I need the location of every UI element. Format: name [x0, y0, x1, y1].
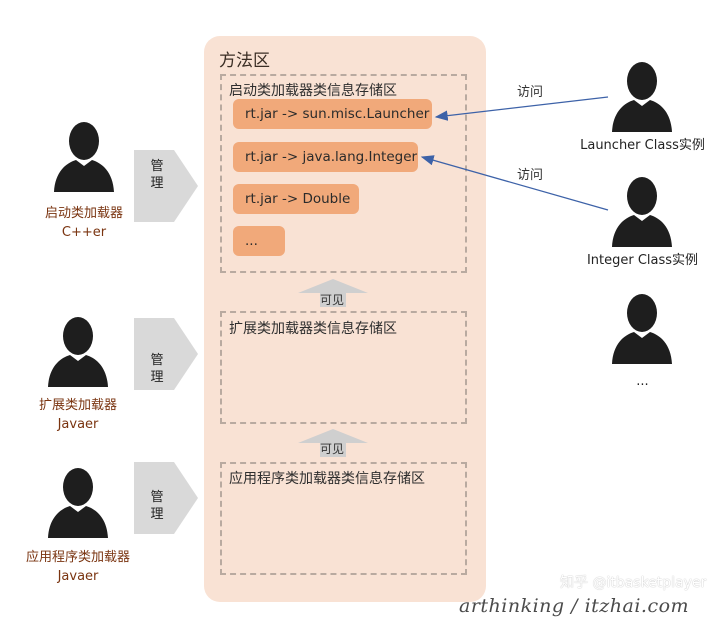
- visit-arrow-integer: [420, 155, 609, 211]
- integer-instance-person-icon: [612, 177, 672, 247]
- more-instance-person-icon: [612, 294, 672, 364]
- visible-up-arrow-2: [298, 429, 368, 457]
- application-region-label: 应用程序类加载器类信息存储区: [229, 471, 425, 487]
- extension-loader-impl: Javaer: [57, 417, 99, 432]
- bootstrap-loader-person-icon: [54, 122, 114, 192]
- visit-label-integer: 访问: [517, 168, 544, 183]
- application-loader-name: 应用程序类加载器: [25, 550, 130, 565]
- manage-label-3: 管理: [150, 490, 164, 522]
- bootstrap-loader-impl: C++er: [61, 225, 107, 240]
- class-entry-integer: rt.jar -> java.lang.Integer: [233, 142, 418, 172]
- manage-label-2: 管理: [150, 353, 164, 385]
- more-instance-caption: ...: [636, 374, 649, 389]
- method-area: [204, 36, 486, 602]
- zhihu-watermark: 知乎 @itbasketplayer: [560, 575, 707, 591]
- manage-arrow-1: [134, 150, 198, 222]
- signature-watermark: arthinking / itzhai.com: [459, 595, 690, 617]
- launcher-instance-person-icon: [612, 62, 672, 132]
- visit-label-launcher: 访问: [517, 85, 544, 100]
- manage-arrow-2: [134, 318, 198, 390]
- extension-loader-name: 扩展类加载器: [38, 398, 117, 413]
- visible-up-arrow-1: [298, 279, 368, 307]
- visible-label-1: 可见: [320, 293, 345, 307]
- launcher-instance-caption: Launcher Class实例: [580, 138, 705, 153]
- bootstrap-region-label: 启动类加载器类信息存储区: [229, 83, 397, 99]
- class-entry-more: ...: [233, 226, 285, 256]
- visit-arrow-launcher: [434, 96, 609, 121]
- integer-instance-caption: Integer Class实例: [586, 253, 699, 268]
- class-entry-launcher: rt.jar -> sun.misc.Launcher: [233, 99, 432, 129]
- bootstrap-storage-region: [220, 74, 467, 273]
- manage-arrow-3: [134, 462, 198, 534]
- extension-region-label: 扩展类加载器类信息存储区: [229, 321, 397, 337]
- extension-loader-person-icon: [48, 317, 108, 387]
- class-entry-double: rt.jar -> Double: [233, 184, 359, 214]
- manage-label-1: 管理: [150, 159, 164, 191]
- method-area-title: 方法区: [219, 51, 270, 71]
- extension-storage-region: [220, 311, 467, 424]
- application-loader-person-icon: [48, 468, 108, 538]
- application-storage-region: [220, 462, 467, 575]
- bootstrap-loader-name: 启动类加载器: [44, 206, 123, 221]
- visible-label-2: 可见: [320, 442, 345, 456]
- application-loader-impl: Javaer: [57, 569, 99, 584]
